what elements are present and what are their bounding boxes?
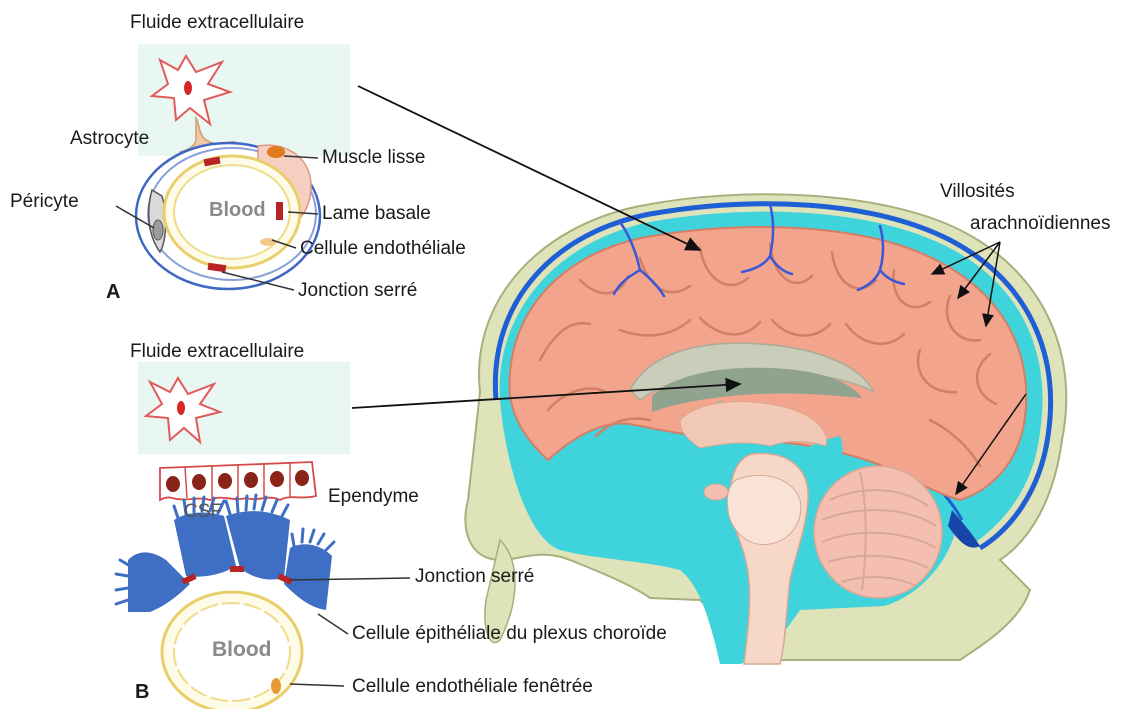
ependyma-nucleus bbox=[166, 476, 180, 492]
ependyma-nucleus bbox=[218, 473, 232, 489]
fenestrated-nucleus bbox=[271, 678, 281, 694]
choroid-cell bbox=[284, 544, 332, 610]
label-extracellular-a: Fluide extracellulaire bbox=[130, 12, 304, 34]
leader-fenestrated bbox=[290, 684, 344, 686]
leader-choroid bbox=[318, 614, 348, 634]
endothelial-nucleus bbox=[260, 238, 276, 246]
pericyte-nucleus bbox=[153, 220, 163, 240]
panel-b-astrocyte-nucleus bbox=[177, 401, 185, 415]
label-ependyme: Ependyme bbox=[328, 486, 419, 508]
label-arachnoidiennes: arachnoïdiennes bbox=[970, 213, 1111, 235]
smooth-muscle-nucleus bbox=[267, 146, 285, 158]
label-cellule-epitheliale: Cellule épithéliale du plexus choroïde bbox=[352, 623, 667, 645]
brain-sagittal-section bbox=[465, 194, 1066, 664]
ependyma-nucleus bbox=[295, 470, 309, 486]
label-jonction-serre-b: Jonction serré bbox=[415, 566, 534, 588]
choroid-cell bbox=[128, 552, 190, 612]
label-cellule-endotheliale: Cellule endothéliale bbox=[300, 238, 466, 260]
tight-junction-mark bbox=[276, 202, 283, 220]
tight-junction-mark bbox=[230, 566, 244, 572]
label-muscle-lisse: Muscle lisse bbox=[322, 147, 425, 169]
panel-a-astrocyte-nucleus bbox=[184, 81, 192, 95]
label-astrocyte: Astrocyte bbox=[70, 128, 149, 150]
panel-letter-b: B bbox=[135, 681, 149, 704]
blood-label-a: Blood bbox=[209, 199, 266, 222]
panel-a-extracellular-box bbox=[138, 44, 350, 156]
label-villosites: Villosités bbox=[940, 181, 1015, 203]
ependyma-layer bbox=[160, 462, 316, 500]
csf-label: CSF bbox=[184, 501, 222, 523]
ependyma-nucleus bbox=[192, 474, 206, 490]
label-pericyte: Péricyte bbox=[10, 191, 79, 213]
cerebellum bbox=[814, 466, 942, 598]
label-extracellular-b: Fluide extracellulaire bbox=[130, 341, 304, 363]
pituitary bbox=[704, 484, 728, 500]
label-jonction-serre-a: Jonction serré bbox=[298, 280, 417, 302]
ependyma-nucleus bbox=[270, 471, 284, 487]
panel-letter-a: A bbox=[106, 281, 120, 304]
label-lame-basale: Lame basale bbox=[322, 203, 431, 225]
ependyma-nucleus bbox=[244, 472, 258, 488]
label-endotheliale-fenetree: Cellule endothéliale fenêtrée bbox=[352, 676, 593, 698]
blood-label-b: Blood bbox=[212, 638, 271, 662]
